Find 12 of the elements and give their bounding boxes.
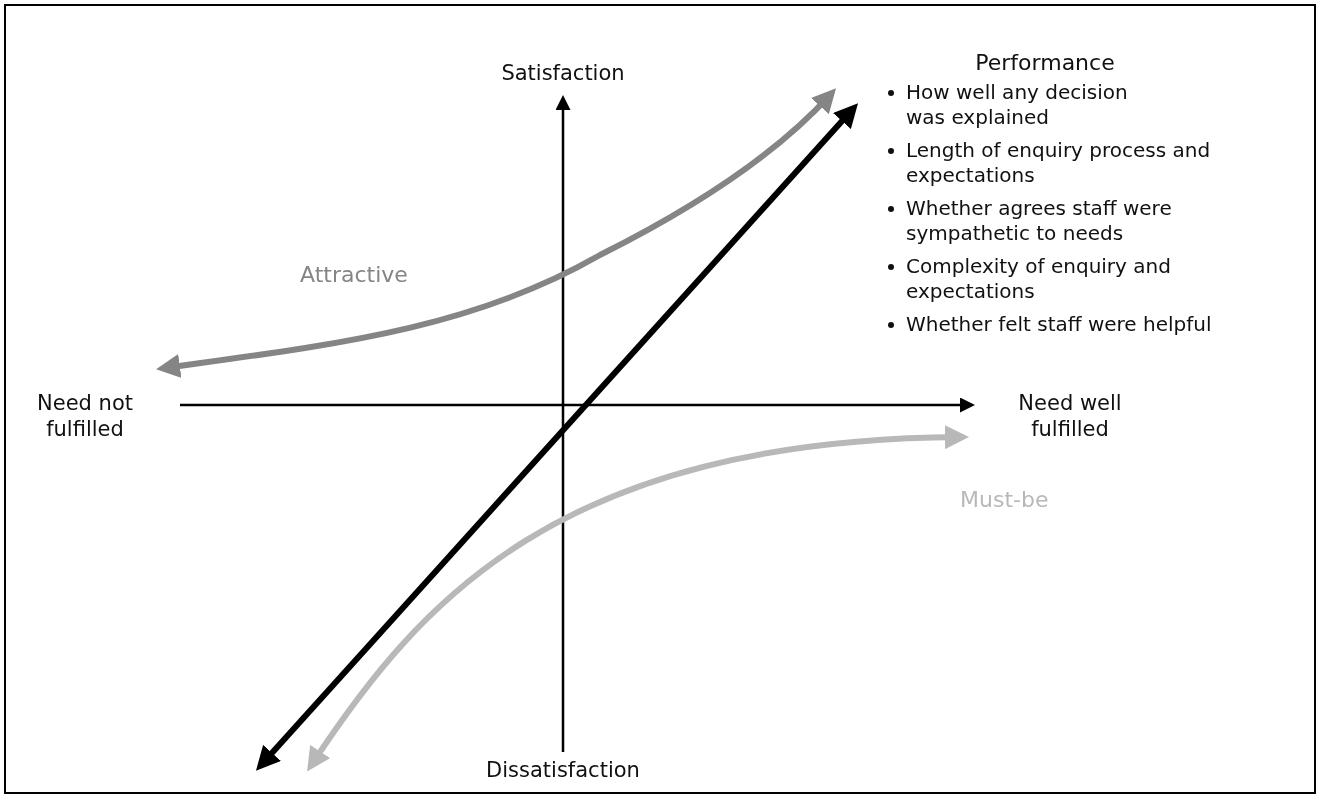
bullet-text: Length of enquiry process and expectations <box>906 138 1212 188</box>
bullet-text: Whether felt staff were helpful <box>906 312 1213 337</box>
bullet-text: Complexity of enquiry and expectations <box>906 254 1172 304</box>
bullet-text: Whether agrees staff were sympathetic to needs <box>906 196 1173 246</box>
bullet-text: How well any decision was explained <box>906 80 1129 130</box>
curve-label: Attractive <box>300 262 409 288</box>
axis-label: Dissatisfaction <box>485 757 641 783</box>
axis-label: Satisfaction <box>500 60 626 86</box>
axis-label: Need well fulfilled <box>1017 390 1123 442</box>
axis-label: Need not fulfilled <box>36 390 134 442</box>
curve-label: Must-be <box>960 487 1050 513</box>
heading: Performance <box>974 50 1116 76</box>
